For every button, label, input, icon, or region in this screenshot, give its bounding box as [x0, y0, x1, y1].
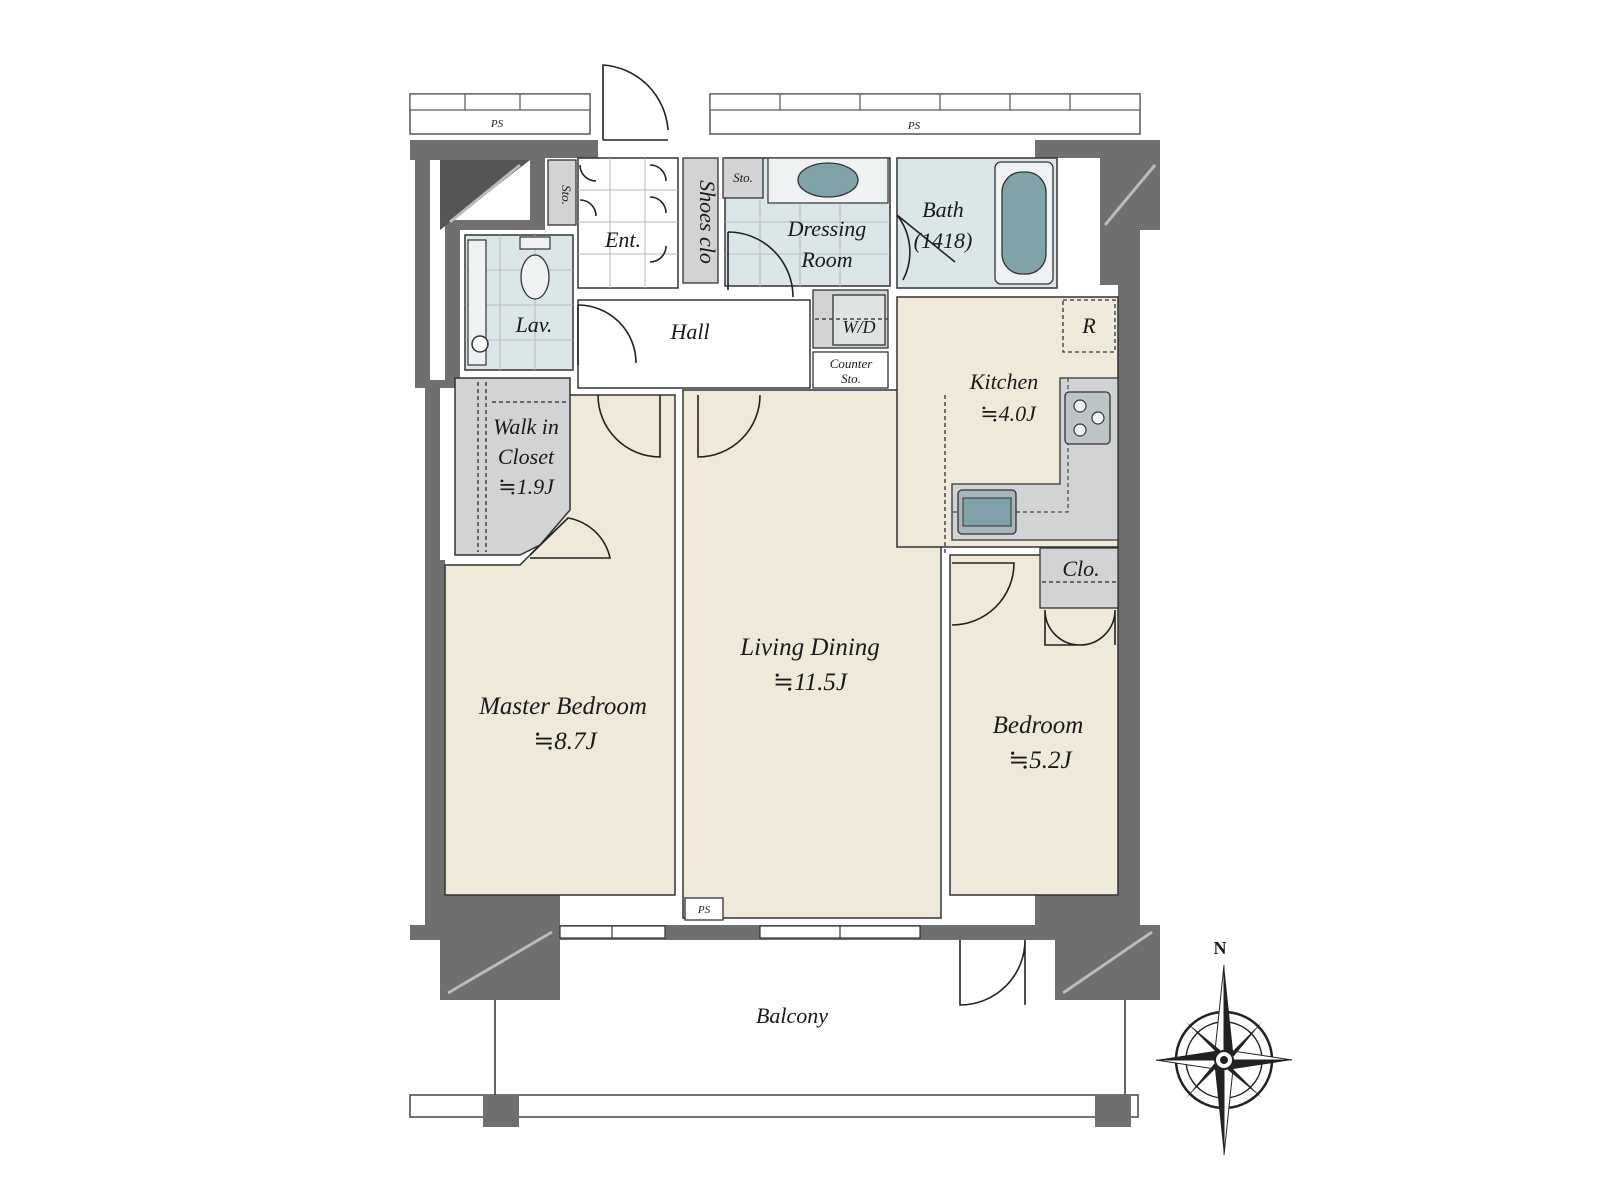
hall-floor	[577, 299, 811, 389]
bath-door	[896, 214, 956, 281]
closet-doors	[1044, 609, 1116, 646]
label-counter-storage-1: Counter	[830, 356, 874, 371]
storage-door	[579, 164, 597, 217]
lav-sink-icon	[471, 335, 489, 353]
toilet-tank	[519, 236, 551, 250]
label-walk-in-closet-2: Closet	[498, 444, 555, 469]
top-exterior-band: PS PS	[409, 93, 1141, 135]
ps-label-top-left: PS	[490, 118, 504, 130]
balcony	[409, 1000, 1139, 1127]
bedroom-floor	[949, 554, 1119, 896]
tile-grid	[465, 158, 890, 370]
toilet-icon	[520, 254, 550, 300]
ps-label-bottom: PS	[697, 904, 711, 916]
dressing-sink-icon	[797, 162, 859, 198]
label-counter-storage-2: Sto.	[841, 371, 861, 386]
label-lavatory: Lav.	[515, 312, 553, 337]
dressing-door	[727, 231, 794, 298]
entrance-floor	[577, 157, 679, 289]
label-bedroom-name: Bedroom	[993, 712, 1084, 739]
closet-floor	[1039, 547, 1119, 609]
entrance-door	[602, 64, 669, 140]
label-balcony: Balcony	[756, 1003, 828, 1028]
label-shoes-closet: Shoes clo	[695, 180, 720, 264]
counter-storage-floor	[812, 351, 889, 389]
burner-icon-3	[1073, 423, 1087, 437]
burner-icon-1	[1073, 399, 1087, 413]
washer-icon	[832, 294, 886, 346]
compass-rose-icon: N	[1155, 938, 1293, 1156]
label-master-bedroom-size: ≒8.7J	[533, 728, 598, 755]
doors	[529, 64, 1116, 1006]
storage-dressing-floor	[722, 157, 764, 199]
balcony-column-left	[483, 1095, 519, 1127]
lav-door	[577, 304, 637, 365]
label-washer-dryer: W/D	[843, 317, 876, 337]
room-labels: Ent. Sto. Shoes clo Sto. Dressing Room B…	[478, 170, 1100, 1028]
label-living-dining-name: Living Dining	[739, 634, 880, 661]
shoe-door-1	[649, 164, 667, 263]
refrigerator-box	[1062, 299, 1116, 353]
shoes-closet-floor	[682, 157, 719, 284]
label-living-dining-size: ≒11.5J	[773, 669, 849, 696]
label-entrance: Ent.	[604, 227, 641, 252]
label-kitchen-size: ≒4.0J	[980, 401, 1037, 426]
label-kitchen-name: Kitchen	[969, 369, 1038, 394]
label-storage-small: Sto.	[559, 185, 574, 205]
balcony-door	[959, 939, 1026, 1006]
kitchen-sink-basin	[962, 497, 1012, 527]
label-hall: Hall	[669, 319, 709, 344]
windows	[559, 925, 921, 939]
bathtub-icon	[1001, 171, 1047, 275]
burner-icon-2	[1091, 411, 1105, 425]
storage-small-floor	[547, 159, 577, 226]
ps-bottom-box	[684, 897, 724, 921]
label-master-bedroom-name: Master Bedroom	[478, 693, 647, 720]
label-storage-dressing: Sto.	[733, 170, 753, 185]
label-bath-1: Bath	[922, 197, 964, 222]
label-walk-in-closet-size: ≒1.9J	[498, 474, 555, 499]
lav-counter	[467, 239, 487, 366]
ps-label-top-right: PS	[907, 120, 921, 132]
living-door	[697, 394, 761, 458]
compass-north-label: N	[1214, 938, 1227, 958]
label-dressing-room-2: Room	[800, 247, 852, 272]
label-bath-2: (1418)	[914, 228, 973, 253]
bedroom-door	[951, 562, 1015, 626]
fixtures	[467, 157, 1119, 583]
label-walk-in-closet-1: Walk in	[493, 414, 559, 439]
label-dressing-room-1: Dressing	[787, 216, 867, 241]
label-refrigerator: R	[1081, 313, 1096, 338]
label-closet: Clo.	[1062, 556, 1099, 581]
master-bedroom-door	[597, 394, 661, 458]
outer-walls	[410, 140, 1160, 1000]
balcony-parapet	[409, 1094, 1139, 1118]
label-bedroom-size: ≒5.2J	[1008, 747, 1073, 774]
walk-in-closet-door	[529, 517, 611, 559]
balcony-column-right	[1095, 1095, 1131, 1127]
